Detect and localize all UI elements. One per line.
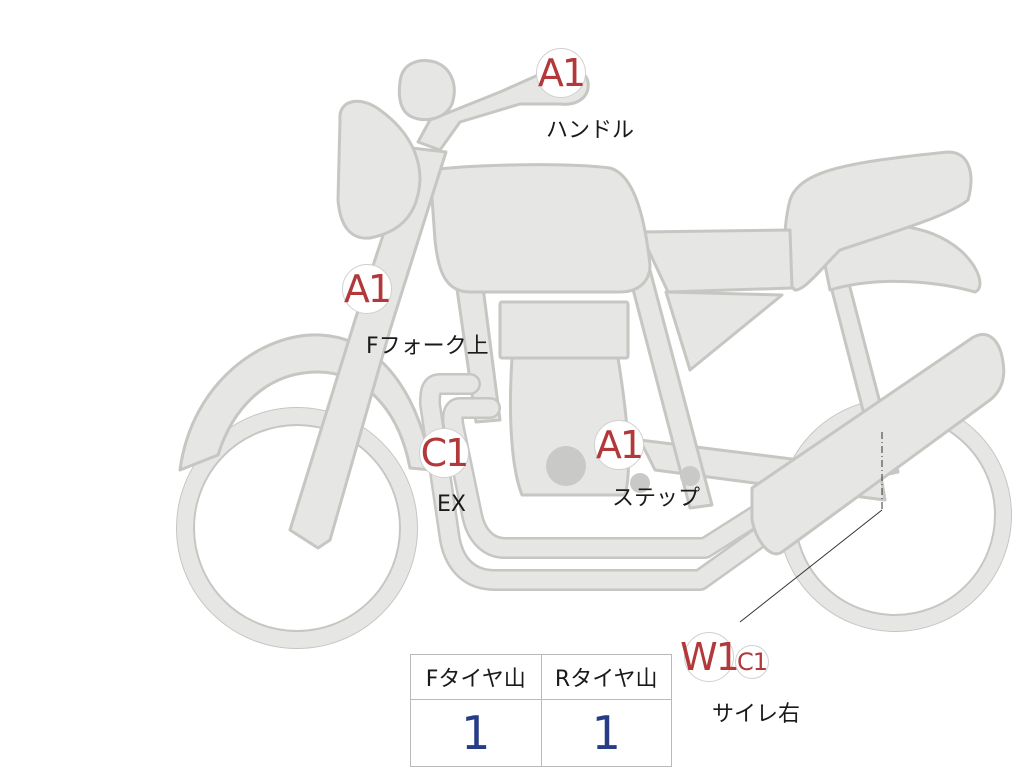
front-fork bbox=[288, 146, 448, 550]
marker-code: C1 bbox=[420, 431, 470, 475]
marker-fork: A1 bbox=[342, 264, 392, 314]
marker-code: C1 bbox=[736, 648, 768, 676]
silencer bbox=[750, 332, 1006, 556]
marker-code: A1 bbox=[595, 423, 644, 467]
label-fork: Fフォーク上 bbox=[366, 334, 489, 359]
marker-ex: C1 bbox=[419, 428, 469, 478]
label-step: ステップ bbox=[612, 486, 701, 511]
silencer-leader-diagonal bbox=[739, 509, 883, 623]
marker-silencer: W1 bbox=[680, 632, 740, 682]
headlight bbox=[336, 99, 422, 240]
mirror bbox=[397, 59, 456, 121]
table-value-row: 1 1 bbox=[410, 699, 672, 767]
label-handle: ハンドル bbox=[546, 118, 635, 143]
value-front-tire: 1 bbox=[410, 699, 542, 767]
fuel-tank bbox=[428, 163, 652, 294]
marker-code: A1 bbox=[343, 267, 392, 311]
label-silencer: サイレ右 bbox=[712, 702, 801, 727]
marker-step: A1 bbox=[594, 420, 644, 470]
header-front-tire: Fタイヤ山 bbox=[410, 654, 542, 700]
table-header-row: Fタイヤ山 Rタイヤ山 bbox=[410, 654, 672, 700]
marker-silencer-secondary: C1 bbox=[735, 645, 769, 679]
marker-code: W1 bbox=[680, 635, 740, 679]
header-rear-tire: Rタイヤ山 bbox=[540, 654, 672, 700]
marker-code: A1 bbox=[537, 51, 586, 95]
marker-handle: A1 bbox=[536, 48, 586, 98]
side-cover bbox=[638, 228, 794, 294]
tire-tread-table: Fタイヤ山 Rタイヤ山 1 1 bbox=[410, 654, 672, 767]
label-ex: EX bbox=[437, 492, 466, 517]
side-panel bbox=[664, 290, 784, 372]
exhaust-pipes bbox=[419, 373, 781, 591]
value-rear-tire: 1 bbox=[540, 699, 672, 767]
